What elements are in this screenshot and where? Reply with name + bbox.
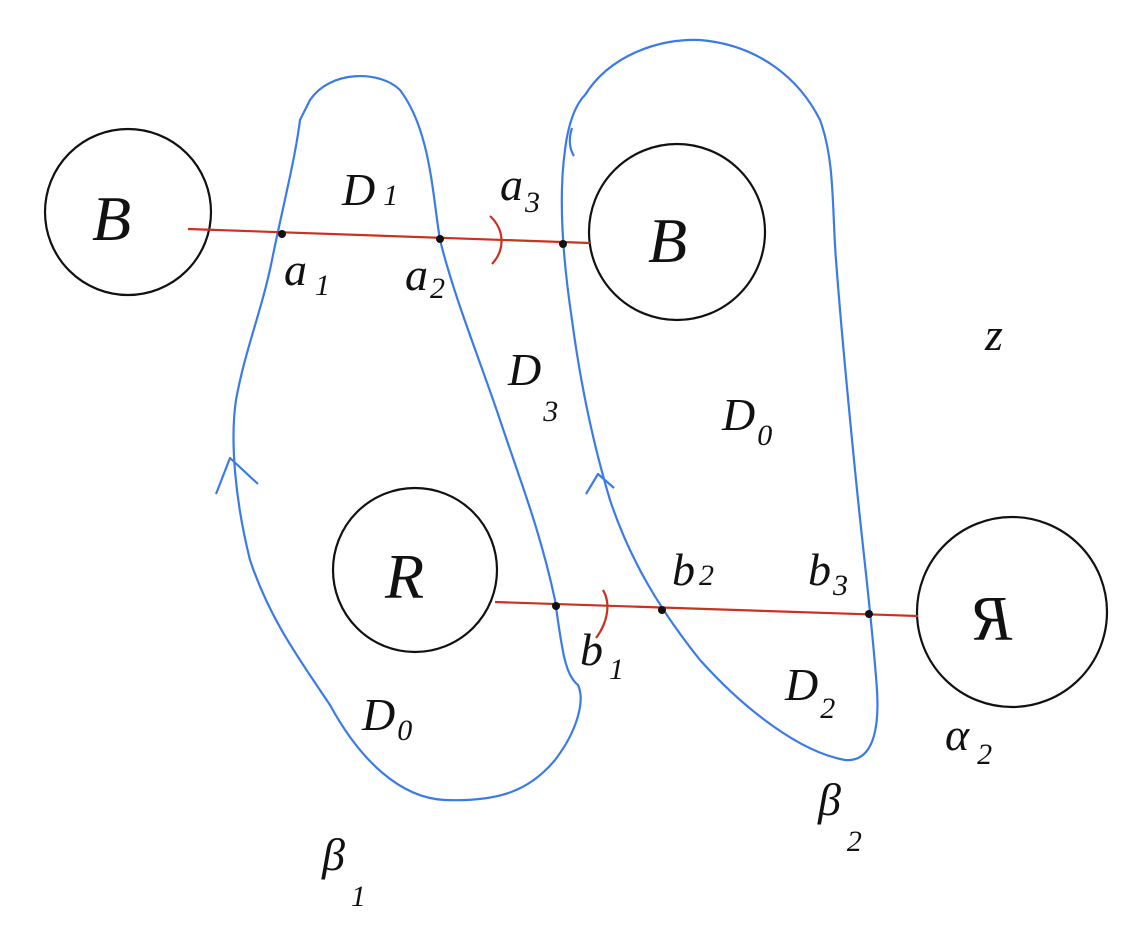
cut-line-top (187, 227, 591, 245)
cut-arc-top (489, 215, 503, 265)
node-label-top-right: B (648, 205, 687, 276)
label-region-d0-left: D0 (361, 689, 412, 747)
loop-arrow-right-icon (585, 472, 615, 495)
label-beta1: β1 (321, 829, 366, 913)
label-a3: a3 (500, 159, 540, 219)
node-label-bottom-left: R (384, 541, 424, 612)
point-a3 (559, 240, 567, 248)
loop-beta1 (232, 74, 582, 802)
point-a1 (278, 230, 286, 238)
point-b3 (865, 610, 873, 618)
point-b2 (658, 606, 666, 614)
node-circle-top-left (43, 127, 213, 297)
node-circle-bottom-left (331, 486, 499, 654)
label-a2: a2 (405, 249, 445, 305)
point-a2 (436, 235, 444, 243)
label-region-d2: D2 (784, 659, 835, 725)
node-label-top-left: B (92, 183, 131, 254)
label-b3: b3 (808, 544, 848, 602)
node-label-bottom-right: R (973, 583, 1013, 654)
label-region-d0-right: D0 (721, 389, 772, 452)
label-beta2: β2 (817, 774, 862, 858)
node-circle-top-right (587, 142, 767, 322)
node-circle-bottom-right (915, 515, 1109, 709)
cut-line-bottom (494, 600, 919, 618)
point-b1 (552, 602, 560, 610)
loop-arrow-left-icon (214, 456, 259, 495)
loop-tick-top (568, 127, 575, 157)
loop-beta2 (560, 38, 879, 762)
cut-arc-bottom (595, 589, 609, 639)
label-region-d3: D3 (507, 344, 558, 428)
label-z: z (984, 309, 1003, 360)
